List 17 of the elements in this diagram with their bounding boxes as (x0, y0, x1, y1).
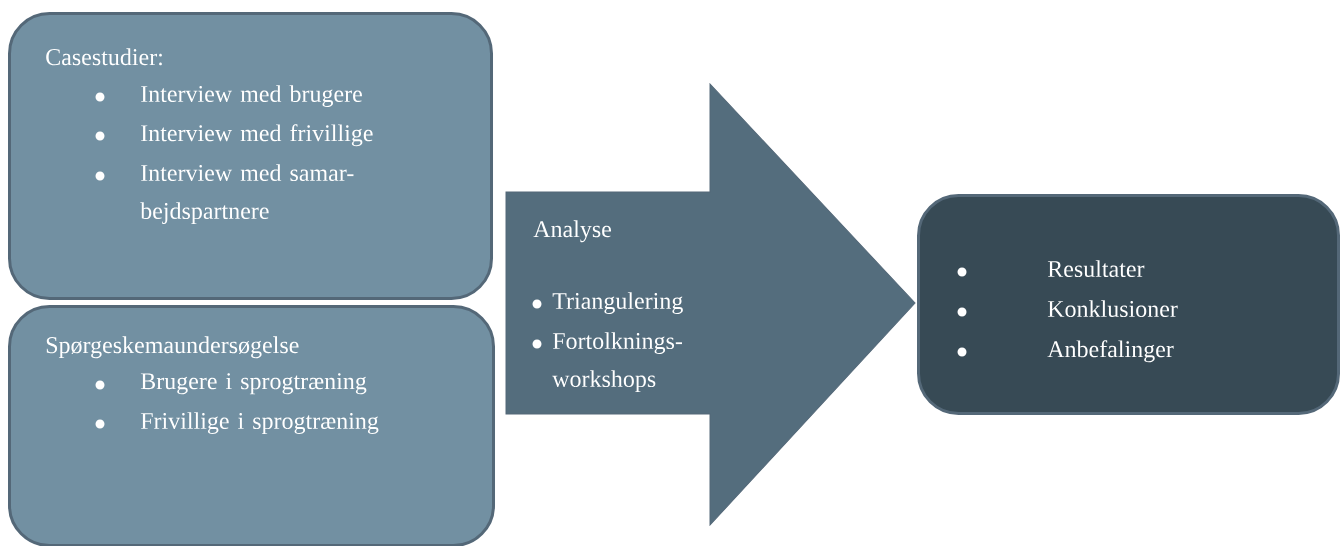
bullet-item: Fortolknings- workshops (532, 332, 682, 392)
box-heading: Casestudier: (46, 48, 162, 66)
rounded-box (917, 194, 1340, 415)
rounded-box (8, 12, 493, 300)
rounded-box (8, 305, 495, 546)
box-heading: Analyse (533, 220, 611, 243)
arrow-shape (505, 83, 916, 526)
bullet-item: Interview med frivillige (95, 124, 373, 147)
bullet-item: Anbefalinger (957, 340, 1174, 363)
box-heading: Spørgeskemaundersøgelse (46, 336, 299, 359)
bullet-item: Frivillige i sprogtræning (95, 412, 379, 435)
bullet-item: Brugere i sprogtræning (95, 373, 367, 395)
bullet-item: Interview med brugere (95, 85, 362, 108)
bullet-item: Interview med samar- bejdspartnere (95, 164, 354, 224)
bullet-item: Konklusioner (957, 300, 1178, 318)
bullet-item: Resultater (957, 260, 1145, 278)
bullet-item: Triangulering (532, 292, 683, 315)
